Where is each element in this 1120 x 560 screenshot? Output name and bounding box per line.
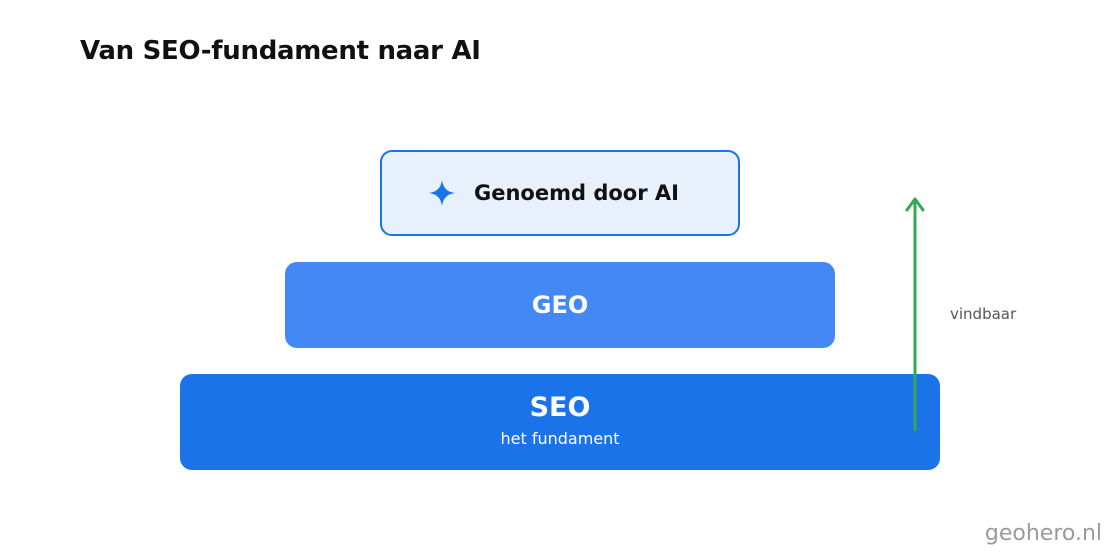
layer-geo: GEO (285, 262, 835, 348)
layer-seo-sublabel: het fundament (500, 429, 620, 448)
layer-seo-label: SEO (529, 392, 591, 423)
diagram-title: Van SEO-fundament naar AI (80, 36, 481, 66)
sparkle-icon (429, 180, 455, 206)
layer-ai: Genoemd door AI (380, 150, 740, 236)
layer-seo: SEO het fundament (180, 374, 940, 470)
layer-geo-label: GEO (531, 291, 589, 319)
up-arrow-icon (905, 197, 925, 432)
arrow-label: vindbaar (950, 305, 1017, 323)
brand-watermark: geohero.nl (984, 521, 1102, 546)
layer-ai-label: Genoemd door AI (474, 181, 679, 205)
